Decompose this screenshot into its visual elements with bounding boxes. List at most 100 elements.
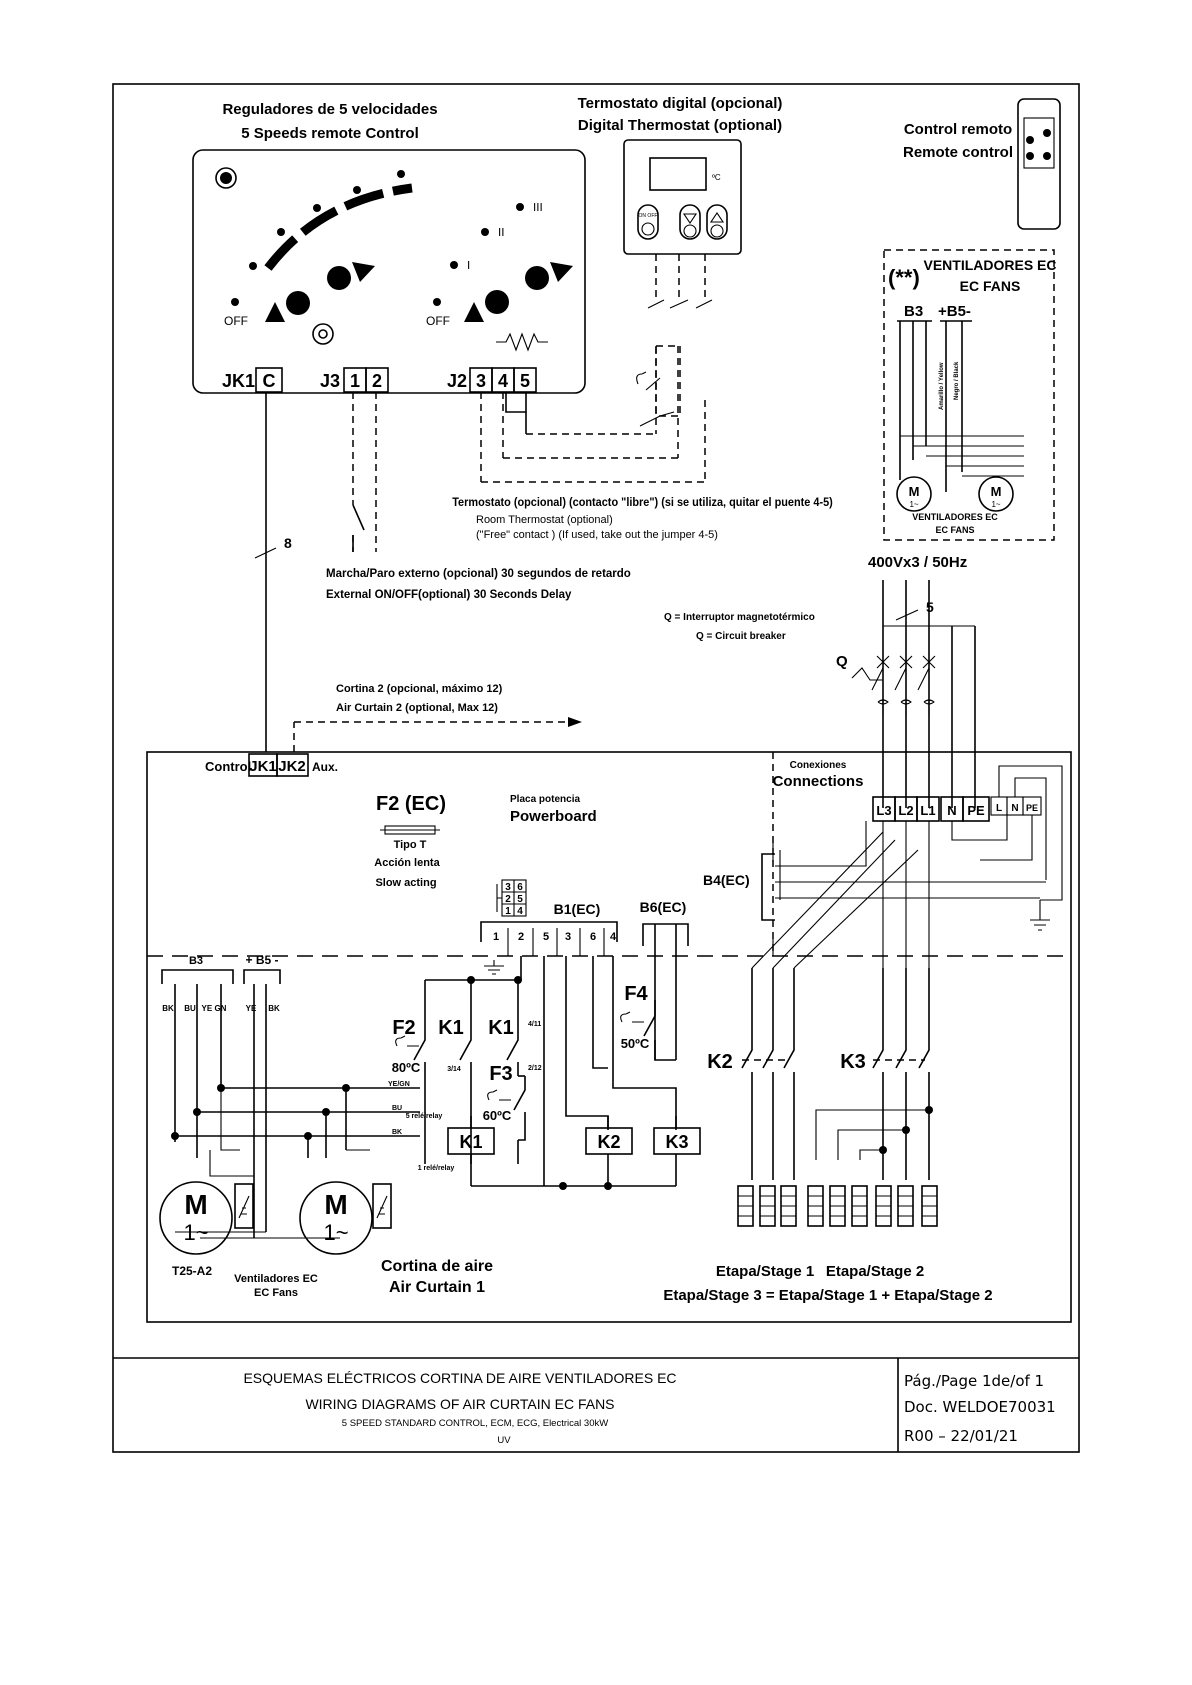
thermostat-up-button[interactable]: [706, 204, 728, 240]
wire-bu: BU: [184, 1004, 196, 1013]
motor1-to-ye: [209, 1150, 254, 1177]
curtain-es: Cortina de aire: [381, 1258, 493, 1275]
heat-up-button[interactable]: [525, 266, 549, 290]
b1-pin-1: 1: [493, 931, 499, 943]
jumper-4-5: [505, 392, 527, 413]
k1b-contact-label: K1: [488, 1017, 514, 1039]
heat-down-button[interactable]: [485, 290, 509, 314]
k2-pole-2: [762, 968, 774, 1180]
ec-fans-dashed-frame: [883, 249, 1055, 541]
b1-pin-2: 2: [518, 931, 524, 943]
breaker-pole-l3: [871, 655, 890, 716]
powerboard-rect: [146, 751, 1072, 1323]
bus-bk-label: BK: [392, 1129, 402, 1136]
motor-1-phase: 1~: [183, 1220, 208, 1245]
ec-fans-bottom-2: EC FANS: [935, 525, 974, 535]
room-thermostat-contact: [639, 377, 675, 427]
title-es: ESQUEMAS ELÉCTRICOS CORTINA DE AIRE VENT…: [243, 1370, 676, 1386]
b4-label: B4(EC): [703, 872, 750, 888]
curtain2-es: Cortina 2 (opcional, máximo 12): [336, 683, 503, 695]
heat-dot-2: [481, 228, 489, 236]
speed-down-button[interactable]: [286, 291, 310, 315]
speed-dot-1: [249, 262, 257, 270]
terminal-5-label: 5: [520, 371, 530, 391]
room-thermostat-line-2: Room Thermostat (optional): [476, 514, 613, 526]
motor-2: [299, 1181, 373, 1255]
ir-remote: Control remoto Remote control: [903, 98, 1061, 230]
ec-fans-b5: +B5-: [938, 303, 971, 320]
ground-symbol-icon: [484, 960, 504, 975]
title-uv: UV: [497, 1435, 511, 1446]
speed-up-button[interactable]: [327, 266, 351, 290]
terminal-2-label: 2: [372, 371, 382, 391]
fuse-accion: Acción lenta: [374, 857, 440, 869]
control-wiring: 8: [254, 345, 706, 752]
k1-contact: [459, 980, 472, 1164]
motor-1-sensor-icon: [238, 1195, 250, 1219]
motor-1-sensor: [234, 1183, 254, 1229]
speed-off-label: OFF: [224, 314, 248, 328]
power-led-inner-icon: [220, 172, 232, 184]
coil-k2-label: K2: [597, 1132, 620, 1152]
b6-bracket: [642, 923, 689, 946]
ir-button-1[interactable]: [1026, 136, 1034, 144]
supply-breaker: 5 Q: [836, 580, 976, 808]
breaker-pole-l2: [894, 655, 913, 716]
node-bk-1: [171, 1132, 179, 1140]
heater-stripes: [738, 1195, 937, 1217]
ir-remote-title-es: Control remoto: [904, 121, 1012, 138]
coil-k1-label: K1: [459, 1132, 482, 1152]
wire-yegn: YE GN: [202, 1004, 227, 1013]
f3-contact: [513, 1076, 526, 1141]
heat-off-dot: [433, 298, 441, 306]
b4-bracket: [761, 853, 775, 921]
room-thermostat-sensor-icon: [636, 371, 647, 385]
b1-pin-4: 4: [610, 931, 617, 943]
k2-pole-3: [783, 968, 795, 1180]
terminal-j2-label: J2: [447, 371, 467, 391]
terminal-small-l-label: L: [996, 803, 1002, 814]
thermostat-down-button[interactable]: [679, 204, 701, 240]
room-thermostat-line-3: ("Free" contact ) (If used, take out the…: [476, 529, 718, 541]
placa-es: Placa potencia: [510, 794, 580, 805]
aux-label: Aux.: [312, 760, 338, 774]
lower-circuit: B3 + B5 - BK BU YE GN YE BK YE/GN BU BK: [159, 821, 993, 1304]
power-led-icon: [215, 167, 237, 189]
ir-button-4[interactable]: [1043, 152, 1051, 160]
ec-fans-title: VENTILADORES EC: [923, 257, 1056, 273]
wire-bk-1: BK: [162, 1004, 174, 1013]
b5-bracket-low: [243, 969, 281, 984]
powerboard-frame: Control JK1 JK2 Aux. Conexiones Connecti…: [146, 751, 1072, 1323]
ec-fans-subtitle: EC FANS: [960, 278, 1021, 294]
ir-remote-title-en: Remote control: [903, 144, 1013, 161]
b1-pin3-down: [565, 956, 609, 1130]
heat-down-arrow-icon: [464, 302, 484, 322]
ir-button-2[interactable]: [1043, 129, 1051, 137]
thermostat-power-icon: [641, 222, 655, 236]
speed-off-dot: [231, 298, 239, 306]
fuse-tipo-t: Tipo T: [394, 839, 427, 851]
ir-button-3[interactable]: [1026, 152, 1034, 160]
b1-pin6-down: [592, 956, 608, 1069]
breaker-es: Q = Interruptor magnetotérmico: [664, 612, 815, 623]
title-subtitle: 5 SPEED STANDARD CONTROL, ECM, ECG, Elec…: [342, 1418, 608, 1429]
grid-3: 3: [505, 882, 511, 893]
thermostat-power-button[interactable]: [637, 204, 659, 240]
ec-fan-motor-1-phase: 1~: [909, 500, 918, 509]
k3-label: K3: [840, 1051, 866, 1073]
motor-model: T25-A2: [172, 1264, 212, 1278]
cable-count-5: 5: [926, 599, 934, 615]
grid-2: 2: [505, 894, 511, 905]
feeder-l2: [772, 821, 907, 969]
heat-off-label: OFF: [426, 314, 450, 328]
ec-fans-marker: (**): [888, 265, 920, 290]
pe-earth: [1030, 900, 1050, 931]
k2-label: K2: [707, 1051, 733, 1073]
speed-up-arrow-icon: [352, 262, 375, 282]
title-en: WIRING DIAGRAMS OF AIR CURTAIN EC FANS: [305, 1396, 614, 1412]
f3-thermal-icon: [487, 1089, 511, 1101]
doc-number: Doc. WELDOE70031: [904, 1398, 1056, 1416]
jk2-label: JK2: [278, 758, 306, 775]
grid-5: 5: [517, 894, 523, 905]
terminal-c-box: [255, 367, 283, 393]
